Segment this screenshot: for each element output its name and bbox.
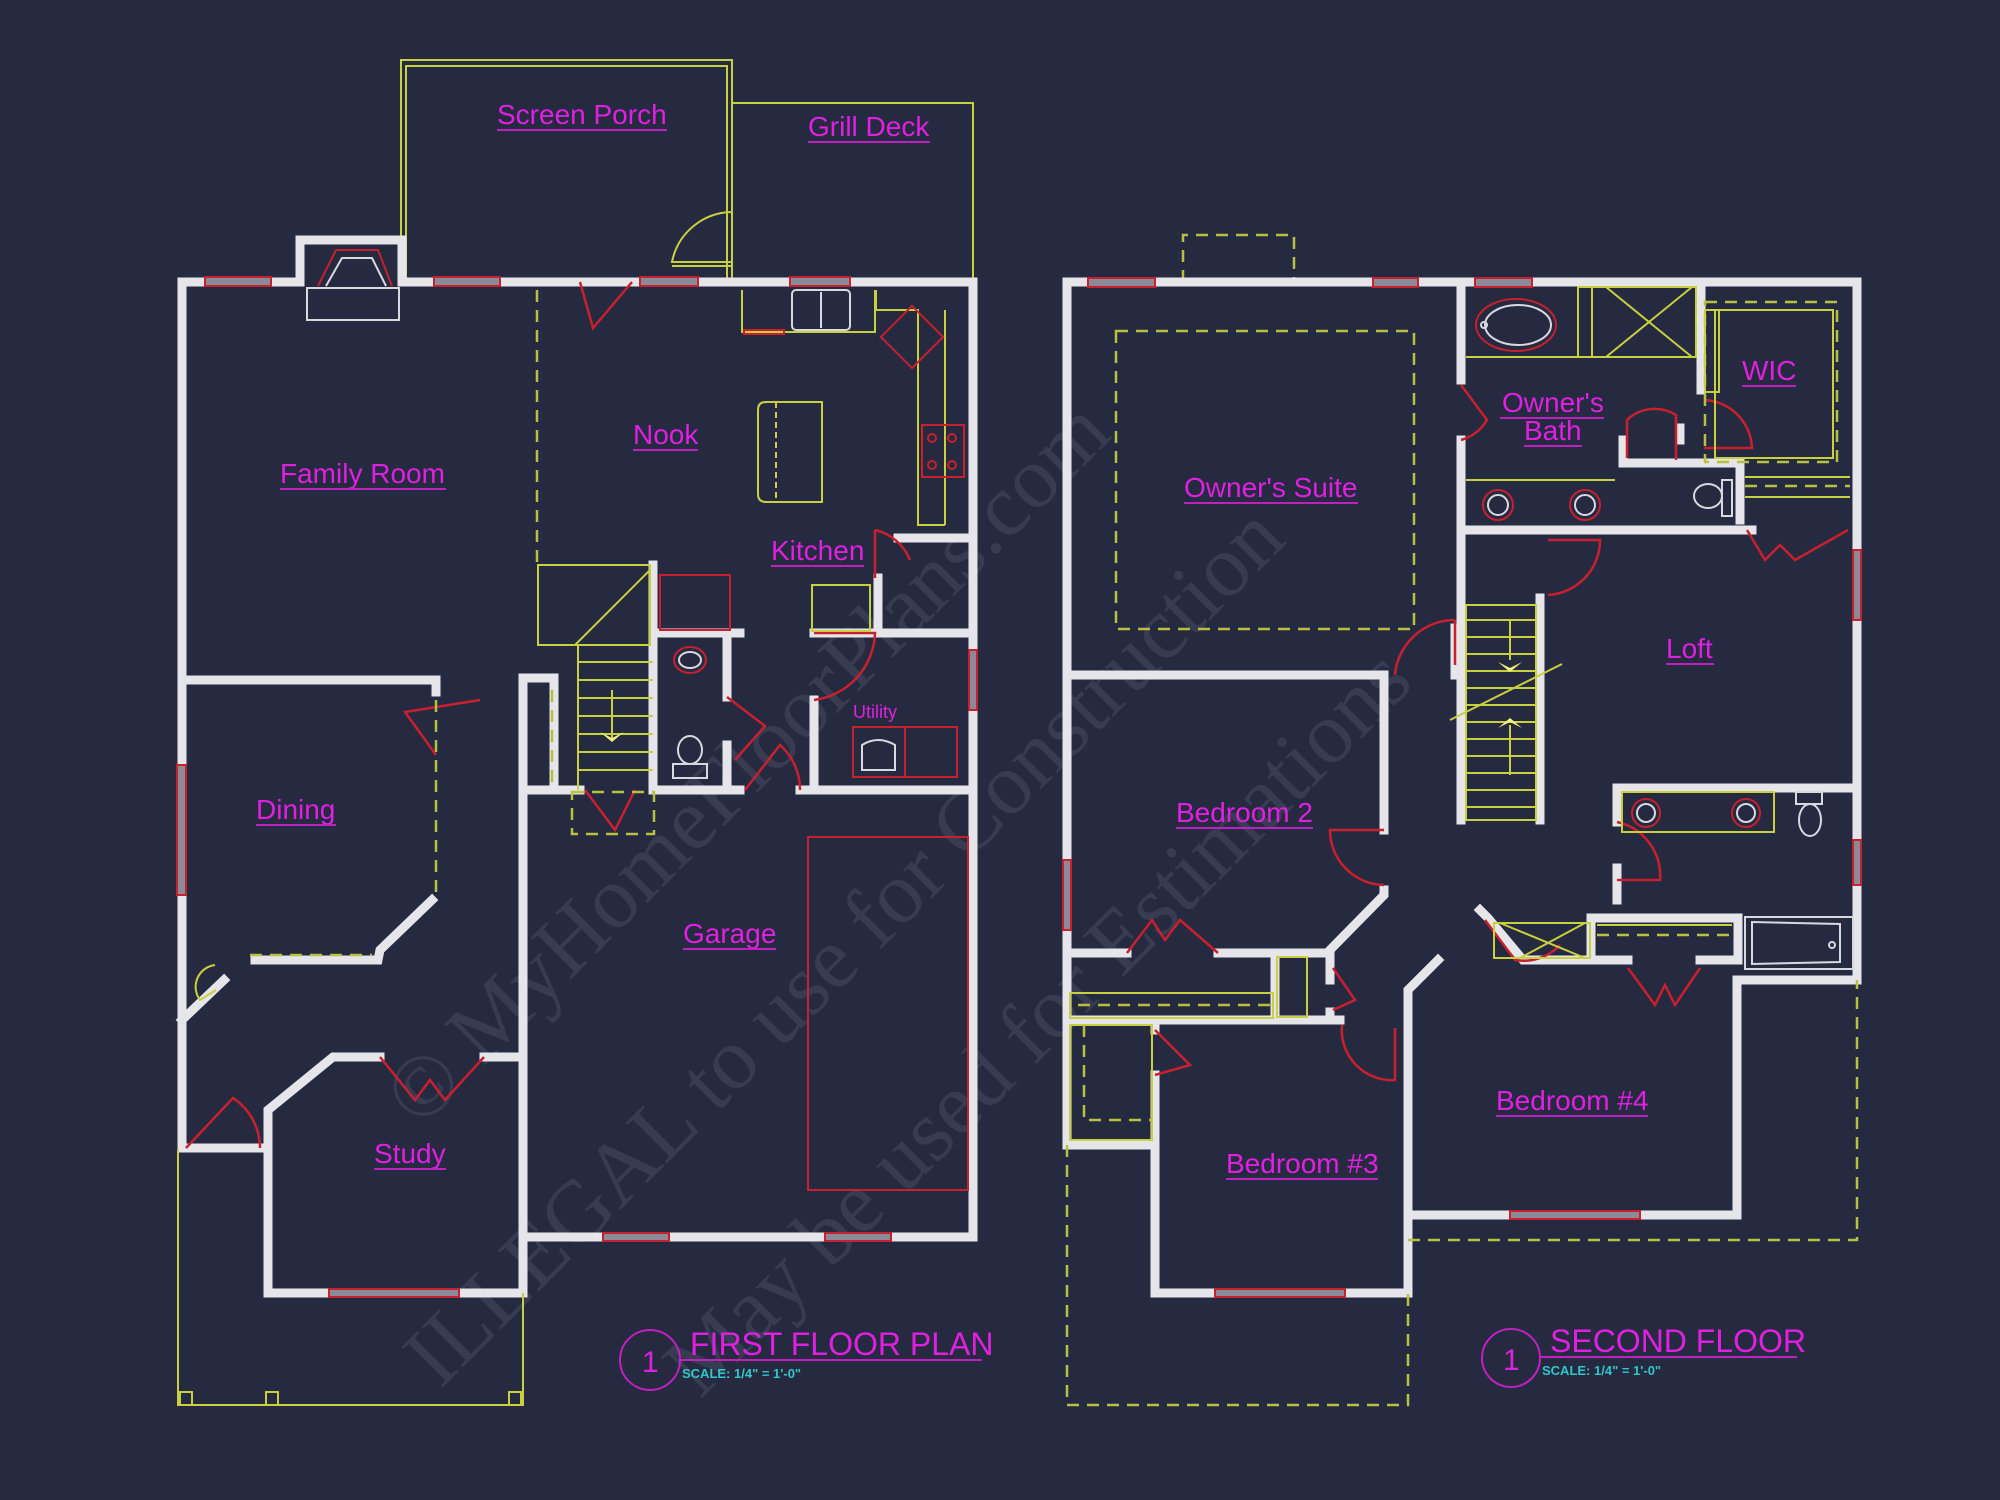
first-floor-labels: Screen Porch Grill Deck Family Room Nook…	[256, 99, 930, 1170]
kitchen-cabinets	[659, 289, 965, 632]
second-floor-stairs	[1449, 604, 1563, 821]
wic-shelving	[1703, 300, 1850, 498]
second-floor-exterior-walls	[1062, 277, 1862, 1298]
second-floor-plan: Owner's Suite Owner's Bath WIC Loft Bedr…	[1062, 233, 1862, 1407]
screen-porch-outline	[400, 59, 974, 283]
first-floor-windows	[176, 276, 978, 1298]
label-nook: Nook	[633, 419, 699, 450]
first-floor-doors	[185, 281, 912, 1149]
garage-car-space	[807, 836, 969, 1191]
label-study: Study	[374, 1138, 446, 1169]
second-floor-title: SECOND FLOOR	[1550, 1323, 1806, 1359]
garage-roof-outline	[1408, 980, 1859, 1242]
washer-dryer	[852, 726, 958, 778]
second-floor-labels: Owner's Suite Owner's Bath WIC Loft Bedr…	[1176, 355, 1796, 1180]
hall-bath-fixtures	[1621, 791, 1854, 970]
label-garage: Garage	[683, 918, 776, 949]
label-family-room: Family Room	[280, 458, 445, 489]
label-utility: Utility	[853, 702, 897, 722]
label-owners-bath-line2: Bath	[1524, 415, 1582, 446]
powder-room-fixtures	[672, 646, 708, 779]
second-floor-windows	[1062, 277, 1862, 1298]
label-wic: WIC	[1742, 355, 1796, 386]
first-floor-title: FIRST FLOOR PLAN	[690, 1326, 993, 1362]
second-floor-title-block: 1 SECOND FLOOR SCALE: 1/4" = 1'-0"	[1481, 1323, 1806, 1388]
label-screen-porch: Screen Porch	[497, 99, 667, 130]
roof-bump-outline	[1181, 233, 1296, 282]
closet-door	[194, 964, 217, 1002]
second-floor-scale: SCALE: 1/4" = 1'-0"	[1542, 1363, 1661, 1378]
first-floor-stairs	[537, 564, 656, 836]
second-floor-number: 1	[1503, 1344, 1520, 1377]
label-loft: Loft	[1666, 633, 1713, 664]
label-grill-deck: Grill Deck	[808, 111, 930, 142]
label-bedroom-4: Bedroom #4	[1496, 1085, 1649, 1116]
first-floor-plan: Screen Porch Grill Deck Family Room Nook…	[175, 59, 993, 1406]
first-floor-number: 1	[642, 1346, 659, 1379]
label-bedroom-2: Bedroom 2	[1176, 797, 1313, 828]
label-bedroom-3: Bedroom #3	[1226, 1148, 1379, 1179]
first-floor-title-block: 1 FIRST FLOOR PLAN SCALE: 1/4" = 1'-0"	[619, 1326, 993, 1391]
covered-porch-outline	[1065, 1145, 1410, 1407]
owners-bath-fixtures	[1466, 286, 1733, 521]
label-dining: Dining	[256, 794, 335, 825]
label-kitchen: Kitchen	[771, 535, 864, 566]
bedroom-4-closet	[1493, 922, 1732, 959]
tray-ceiling-outline	[1114, 329, 1416, 631]
fireplace	[306, 249, 400, 321]
bedroom-closets	[1069, 956, 1308, 1141]
label-owners-suite: Owner's Suite	[1184, 472, 1357, 503]
first-floor-scale: SCALE: 1/4" = 1'-0"	[682, 1366, 801, 1381]
label-owners-bath-line1: Owner's	[1502, 387, 1604, 418]
front-porch	[177, 1150, 524, 1406]
